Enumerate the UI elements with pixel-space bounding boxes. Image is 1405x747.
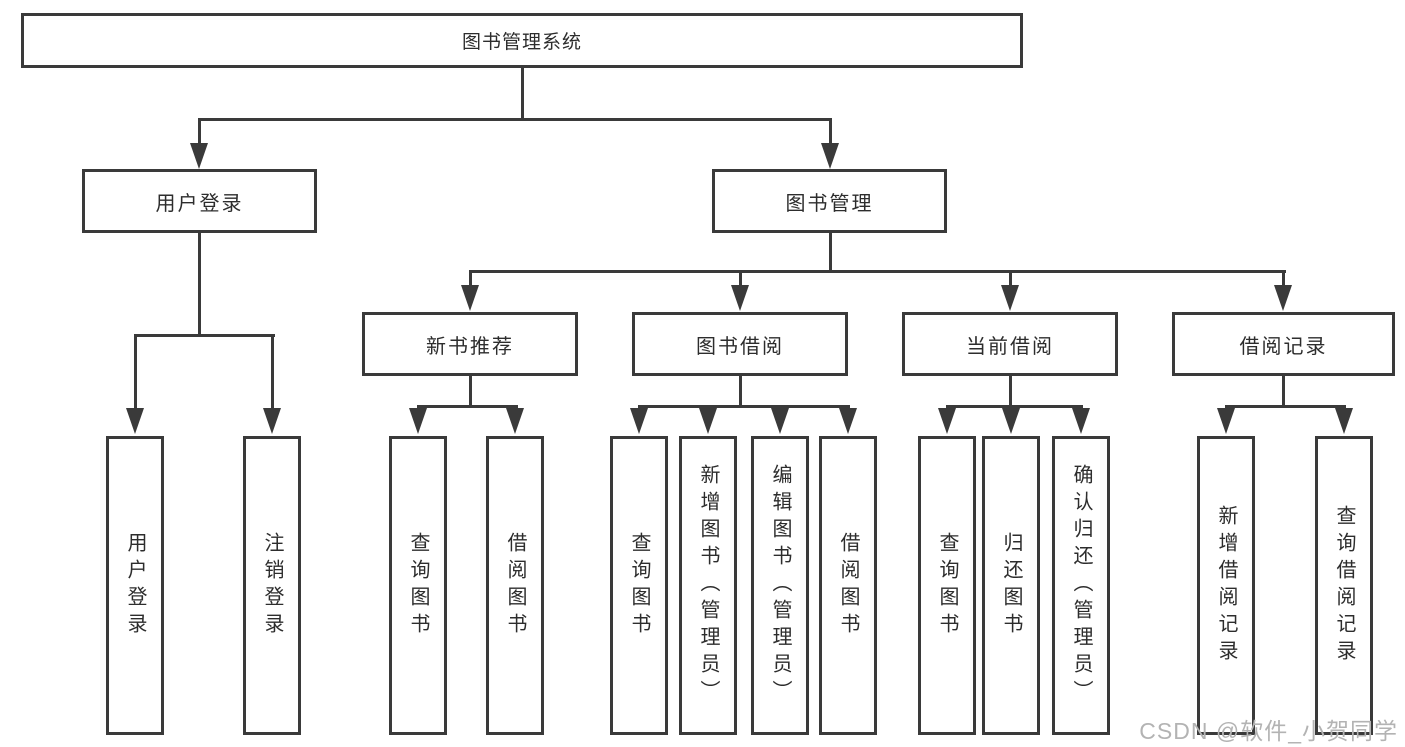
leaf-query-borrow-record: 查询借阅记录: [1315, 436, 1373, 735]
leaf-edit-book-admin-label: 编辑图书（管理员）: [769, 464, 791, 707]
arrowhead-down-icon: [699, 408, 717, 434]
leaf-add-book-admin: 新增图书（管理员）: [679, 436, 737, 735]
arrowhead-down-icon: [263, 408, 281, 434]
leaf-user-login-label: 用户登录: [124, 531, 146, 640]
leaf-return-book: 归还图书: [982, 436, 1040, 735]
arrowhead-down-icon: [821, 143, 839, 169]
leaf-add-borrow-record: 新增借阅记录: [1197, 436, 1255, 735]
node-borrow-records: 借阅记录: [1172, 312, 1395, 376]
connector-vline: [468, 376, 472, 407]
connector-hline: [468, 270, 1286, 273]
arrowhead-down-icon: [630, 408, 648, 434]
arrowhead-down-icon: [771, 408, 789, 434]
arrowhead-down-icon: [461, 285, 479, 311]
connector-arrow-shaft: [468, 270, 472, 288]
leaf-query-book-recommend: 查询图书: [389, 436, 447, 735]
connector-arrow-shaft: [197, 118, 201, 146]
node-user-login-label: 用户登录: [155, 192, 244, 215]
connector-vline: [1281, 376, 1285, 407]
node-book-borrowing: 图书借阅: [632, 312, 848, 376]
node-current-borrowing: 当前借阅: [902, 312, 1118, 376]
connector-hline: [197, 118, 832, 121]
arrowhead-down-icon: [731, 285, 749, 311]
node-book-management: 图书管理: [712, 169, 947, 233]
leaf-query-book-recommend-label: 查询图书: [407, 531, 429, 640]
leaf-borrow-book-label: 借阅图书: [837, 531, 859, 640]
leaf-query-book-borrowing: 查询图书: [610, 436, 668, 735]
arrowhead-down-icon: [506, 408, 524, 434]
leaf-logout-login: 注销登录: [243, 436, 301, 735]
connector-vline: [1008, 376, 1012, 407]
leaf-confirm-return-admin: 确认归还（管理员）: [1052, 436, 1110, 735]
watermark: CSDN @软件_小贺同学: [1139, 718, 1398, 744]
leaf-user-login: 用户登录: [106, 436, 164, 735]
arrowhead-down-icon: [126, 408, 144, 434]
arrowhead-down-icon: [1001, 285, 1019, 311]
leaf-return-book-label: 归还图书: [1000, 531, 1022, 640]
connector-hline: [416, 405, 518, 408]
connector-arrow-shaft: [270, 334, 274, 410]
leaf-borrow-book-recommend-label: 借阅图书: [504, 531, 526, 640]
node-book-borrowing-label: 图书借阅: [696, 335, 784, 358]
leaf-logout-login-label: 注销登录: [261, 531, 283, 640]
arrowhead-down-icon: [1335, 408, 1353, 434]
connector-hline: [1224, 405, 1346, 408]
connector-arrow-shaft: [738, 270, 742, 288]
node-borrow-records-label: 借阅记录: [1239, 335, 1328, 358]
arrowhead-down-icon: [190, 143, 208, 169]
leaf-borrow-book: 借阅图书: [819, 436, 877, 735]
connector-arrow-shaft: [828, 118, 832, 146]
node-library-system-label: 图书管理系统: [461, 32, 582, 53]
connector-vline: [520, 68, 524, 120]
node-new-book-recommend-label: 新书推荐: [426, 335, 514, 358]
connector-hline: [637, 405, 850, 408]
arrowhead-down-icon: [1217, 408, 1235, 434]
leaf-confirm-return-admin-label: 确认归还（管理员）: [1070, 464, 1092, 707]
connector-arrow-shaft: [1008, 270, 1012, 288]
leaf-query-borrow-record-label: 查询借阅记录: [1333, 504, 1355, 667]
leaf-add-borrow-record-label: 新增借阅记录: [1215, 504, 1237, 667]
leaf-borrow-book-recommend: 借阅图书: [486, 436, 544, 735]
arrowhead-down-icon: [1072, 408, 1090, 434]
connector-hline: [945, 405, 1083, 408]
node-current-borrowing-label: 当前借阅: [966, 335, 1054, 358]
connector-hline: [133, 334, 275, 337]
arrowhead-down-icon: [938, 408, 956, 434]
connector-arrow-shaft: [1281, 270, 1285, 288]
leaf-add-book-admin-label: 新增图书（管理员）: [697, 464, 719, 707]
connector-arrow-shaft: [133, 334, 137, 410]
leaf-edit-book-admin: 编辑图书（管理员）: [751, 436, 809, 735]
arrowhead-down-icon: [1274, 285, 1292, 311]
leaf-query-book-borrowing-label: 查询图书: [628, 531, 650, 640]
node-book-management-label: 图书管理: [785, 192, 874, 215]
node-library-system: 图书管理系统: [21, 13, 1023, 68]
leaf-query-book-current: 查询图书: [918, 436, 976, 735]
node-new-book-recommend: 新书推荐: [362, 312, 578, 376]
arrowhead-down-icon: [839, 408, 857, 434]
connector-vline: [197, 233, 201, 337]
connector-vline: [738, 376, 742, 407]
arrowhead-down-icon: [409, 408, 427, 434]
connector-vline: [828, 233, 832, 273]
leaf-query-book-current-label: 查询图书: [936, 531, 958, 640]
node-user-login: 用户登录: [82, 169, 317, 233]
arrowhead-down-icon: [1002, 408, 1020, 434]
